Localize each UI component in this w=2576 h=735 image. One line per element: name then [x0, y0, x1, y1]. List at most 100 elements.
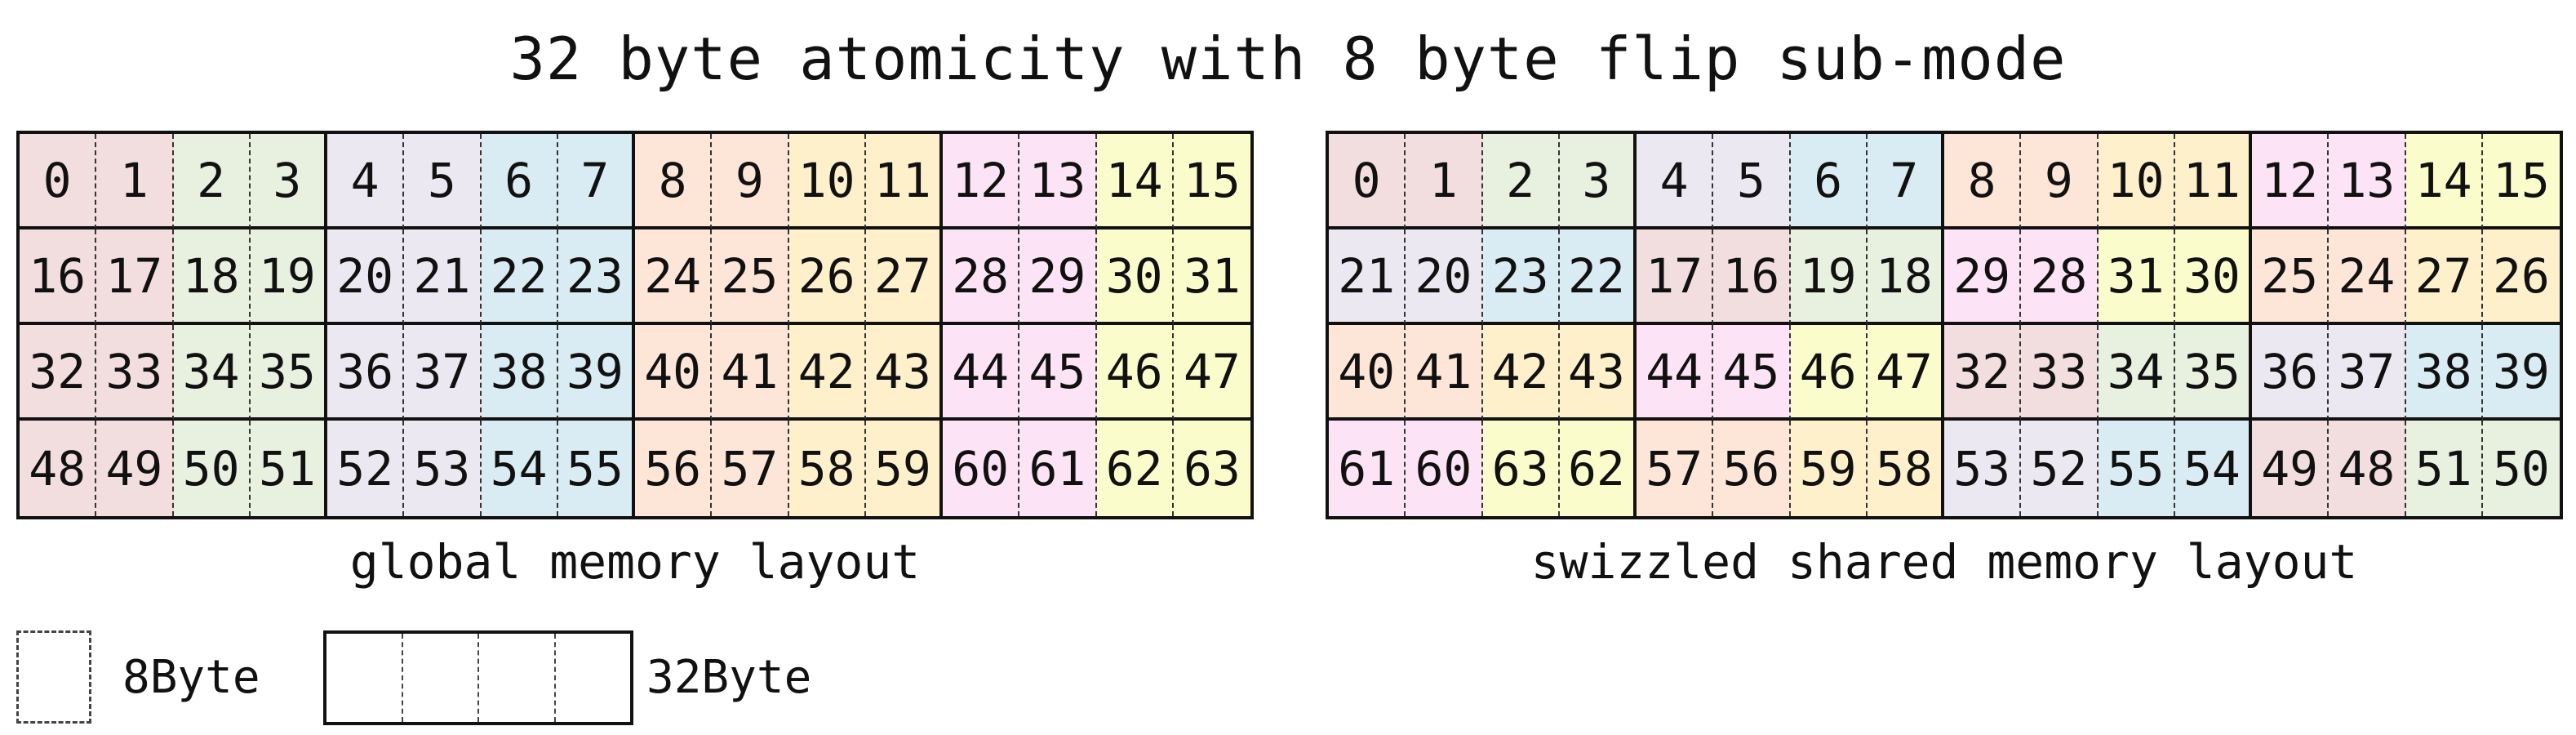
- byte-cell: 11: [865, 134, 943, 229]
- byte-cell: 58: [788, 421, 866, 516]
- byte-cell: 37: [2329, 325, 2406, 421]
- global-memory-caption: global memory layout: [349, 534, 921, 590]
- byte-cell: 9: [712, 134, 789, 229]
- byte-cell: 21: [404, 229, 482, 325]
- byte-cell: 3: [1559, 134, 1637, 229]
- byte-cell: 49: [2252, 421, 2330, 516]
- legend-32byte-segment: [326, 634, 403, 722]
- byte-cell: 57: [1637, 421, 1714, 516]
- byte-cell: 32: [20, 325, 97, 421]
- byte-cell: 18: [1867, 229, 1944, 325]
- byte-cell: 3: [250, 134, 327, 229]
- byte-cell: 48: [2329, 421, 2406, 516]
- byte-cell: 36: [2252, 325, 2330, 421]
- byte-cell: 12: [2252, 134, 2330, 229]
- byte-cell: 17: [1637, 229, 1714, 325]
- byte-cell: 52: [2021, 421, 2099, 516]
- legend-32byte-segment: [479, 634, 556, 722]
- byte-cell: 24: [2329, 229, 2406, 325]
- byte-cell: 51: [2405, 421, 2483, 516]
- byte-cell: 34: [2098, 325, 2175, 421]
- byte-cell: 22: [1559, 229, 1637, 325]
- byte-cell: 38: [481, 325, 558, 421]
- byte-cell: 10: [2098, 134, 2175, 229]
- byte-cell: 1: [1406, 134, 1483, 229]
- byte-cell: 31: [1173, 229, 1250, 325]
- byte-cell: 10: [788, 134, 866, 229]
- byte-cell: 63: [1482, 421, 1560, 516]
- legend-8byte-label: 8Byte: [122, 651, 260, 704]
- byte-cell: 40: [1329, 325, 1406, 421]
- diagram-title: 32 byte atomicity with 8 byte flip sub-m…: [509, 24, 2067, 93]
- byte-cell: 29: [1019, 229, 1097, 325]
- byte-cell: 13: [2329, 134, 2406, 229]
- byte-cell: 55: [2098, 421, 2175, 516]
- byte-cell: 11: [2174, 134, 2252, 229]
- byte-cell: 59: [865, 421, 943, 516]
- byte-cell: 42: [1482, 325, 1560, 421]
- byte-cell: 18: [173, 229, 251, 325]
- byte-cell: 9: [2021, 134, 2099, 229]
- legend-32byte-segment: [556, 634, 631, 722]
- byte-cell: 56: [635, 421, 713, 516]
- byte-cell: 58: [1867, 421, 1944, 516]
- byte-cell: 23: [1482, 229, 1560, 325]
- byte-cell: 61: [1019, 421, 1097, 516]
- byte-cell: 33: [2021, 325, 2099, 421]
- byte-cell: 25: [712, 229, 789, 325]
- byte-cell: 20: [1406, 229, 1483, 325]
- byte-cell: 2: [173, 134, 251, 229]
- byte-cell: 46: [1096, 325, 1174, 421]
- byte-cell: 8: [635, 134, 713, 229]
- byte-cell: 12: [943, 134, 1020, 229]
- byte-cell: 30: [1096, 229, 1174, 325]
- byte-cell: 29: [1944, 229, 2022, 325]
- byte-cell: 28: [943, 229, 1020, 325]
- legend-8byte-box: [16, 630, 91, 724]
- byte-cell: 5: [404, 134, 482, 229]
- byte-cell: 4: [1637, 134, 1714, 229]
- byte-cell: 42: [788, 325, 866, 421]
- byte-cell: 53: [404, 421, 482, 516]
- byte-cell: 47: [1173, 325, 1250, 421]
- byte-cell: 60: [943, 421, 1020, 516]
- byte-cell: 35: [250, 325, 327, 421]
- legend-32byte-box: [323, 630, 633, 725]
- byte-cell: 1: [96, 134, 174, 229]
- byte-cell: 27: [2405, 229, 2483, 325]
- byte-cell: 35: [2174, 325, 2252, 421]
- byte-cell: 61: [1329, 421, 1406, 516]
- byte-cell: 21: [1329, 229, 1406, 325]
- byte-cell: 60: [1406, 421, 1483, 516]
- byte-cell: 31: [2098, 229, 2175, 325]
- byte-cell: 62: [1559, 421, 1637, 516]
- byte-cell: 52: [327, 421, 405, 516]
- legend-32byte-label: 32Byte: [646, 651, 812, 704]
- byte-cell: 17: [96, 229, 174, 325]
- byte-cell: 48: [20, 421, 97, 516]
- byte-cell: 14: [1096, 134, 1174, 229]
- byte-cell: 57: [712, 421, 789, 516]
- byte-cell: 45: [1713, 325, 1791, 421]
- byte-cell: 55: [557, 421, 635, 516]
- byte-cell: 34: [173, 325, 251, 421]
- byte-cell: 14: [2405, 134, 2483, 229]
- byte-cell: 2: [1482, 134, 1560, 229]
- byte-cell: 49: [96, 421, 174, 516]
- byte-cell: 44: [1637, 325, 1714, 421]
- byte-cell: 56: [1713, 421, 1791, 516]
- byte-cell: 54: [481, 421, 558, 516]
- byte-cell: 6: [481, 134, 558, 229]
- byte-cell: 43: [865, 325, 943, 421]
- byte-cell: 26: [2482, 229, 2560, 325]
- byte-cell: 44: [943, 325, 1020, 421]
- byte-cell: 15: [1173, 134, 1250, 229]
- byte-cell: 30: [2174, 229, 2252, 325]
- byte-cell: 41: [1406, 325, 1483, 421]
- byte-cell: 41: [712, 325, 789, 421]
- byte-cell: 7: [1867, 134, 1944, 229]
- byte-cell: 50: [173, 421, 251, 516]
- byte-cell: 15: [2482, 134, 2560, 229]
- byte-cell: 40: [635, 325, 713, 421]
